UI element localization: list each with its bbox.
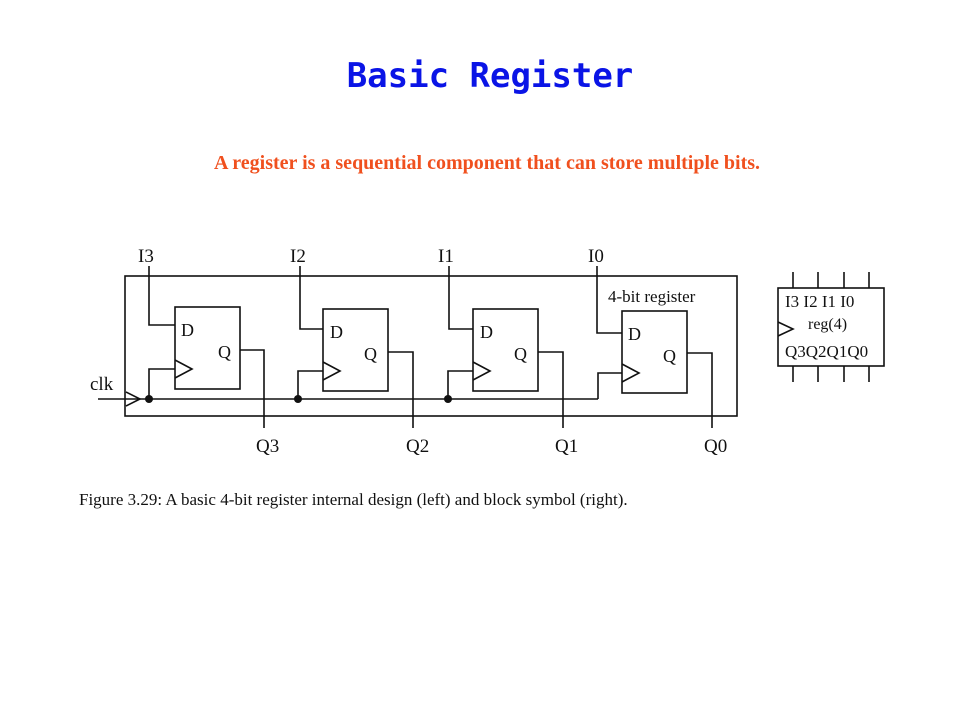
register-block-symbol: I3 I2 I1 I0 reg(4) Q3Q2Q1Q0 (777, 272, 885, 382)
clock-wire-ff1 (447, 370, 473, 399)
output-wire-q0 (687, 352, 713, 428)
input-wire-i3 (148, 266, 175, 326)
clock-triangle (174, 359, 194, 379)
flip-flop-3: D Q (174, 306, 241, 390)
output-label-q3: Q3 (256, 436, 279, 457)
input-wire-i0 (596, 266, 622, 334)
input-wire-i2 (299, 266, 323, 330)
ff-d-label: D (330, 322, 343, 342)
ff-q-label: Q (364, 344, 377, 364)
ff-q-label: Q (663, 346, 676, 366)
output-label-q1: Q1 (555, 436, 578, 457)
input-label-i1: I1 (438, 246, 454, 267)
clock-triangle (621, 363, 641, 383)
output-wire-q2 (388, 351, 414, 428)
output-label-q2: Q2 (406, 436, 429, 457)
input-wire-i1 (448, 266, 473, 330)
flip-flop-box (621, 310, 688, 394)
flip-flop-box (472, 308, 539, 392)
clock-label: clk (90, 374, 114, 395)
input-label-i0: I0 (588, 246, 604, 267)
clock-wire-ff0 (597, 372, 622, 399)
flip-flop-1: D Q (472, 308, 539, 392)
flip-flop-box (174, 306, 241, 390)
junction-dot (294, 395, 302, 403)
output-wire-q3 (240, 349, 265, 428)
ff-d-label: D (628, 324, 641, 344)
figure-caption: Figure 3.29: A basic 4-bit register inte… (79, 490, 628, 509)
flip-flop-2: D Q (322, 308, 389, 392)
junction-dot (444, 395, 452, 403)
block-inputs-label: I3 I2 I1 I0 (785, 292, 854, 311)
slide-subtitle: A register is a sequential component tha… (213, 152, 761, 174)
ff-d-label: D (480, 322, 493, 342)
block-symbol-box (777, 287, 885, 367)
slide-title: Basic Register (346, 56, 634, 96)
ff-q-label: Q (218, 342, 231, 362)
flip-flop-box (322, 308, 389, 392)
ff-q-label: Q (514, 344, 527, 364)
clock-triangle (472, 361, 492, 381)
register-label: 4-bit register (608, 287, 696, 306)
clock-wire-ff3 (148, 368, 175, 399)
junction-dot (145, 395, 153, 403)
output-wire-q1 (538, 351, 564, 428)
block-clock-triangle (777, 321, 795, 337)
block-name: reg(4) (808, 316, 847, 333)
block-outputs-label: Q3Q2Q1Q0 (785, 342, 868, 361)
register-boundary (124, 275, 738, 417)
ff-d-label: D (181, 320, 194, 340)
input-label-i3: I3 (138, 246, 154, 267)
output-label-q0: Q0 (704, 436, 727, 457)
clock-wire-ff2 (297, 370, 323, 399)
input-label-i2: I2 (290, 246, 306, 267)
clock-triangle (322, 361, 342, 381)
flip-flop-0: D Q (621, 310, 688, 394)
